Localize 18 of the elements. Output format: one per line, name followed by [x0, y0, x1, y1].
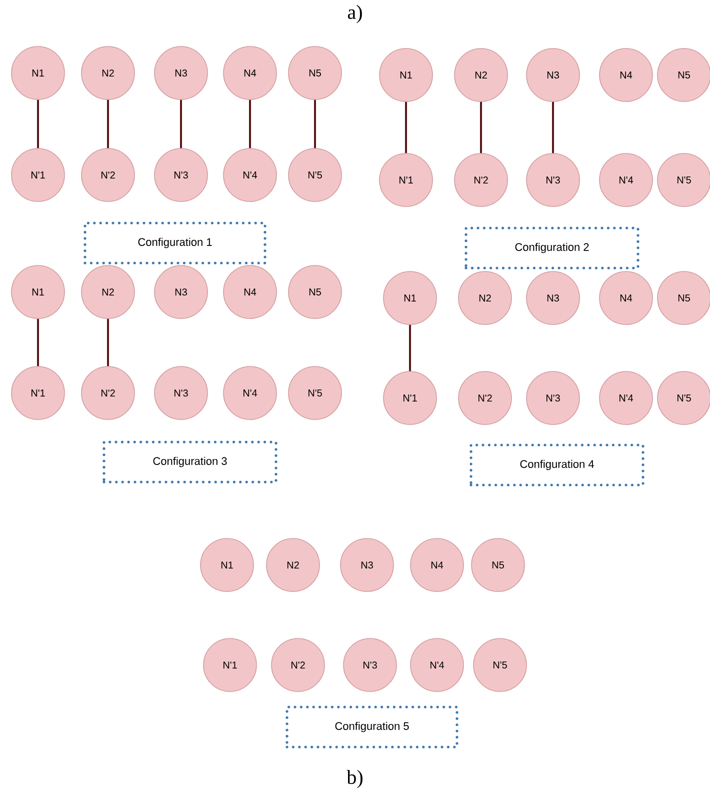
connector-line	[405, 102, 407, 154]
connector-line	[37, 100, 39, 148]
connector-line	[249, 100, 251, 148]
connector-line	[480, 102, 482, 154]
connector-line	[409, 324, 411, 372]
configuration-box: Configuration 3	[102, 440, 278, 484]
configuration-box: Configuration 2	[464, 226, 640, 270]
connector-line	[107, 100, 109, 148]
panel-label: b)	[346, 770, 362, 788]
configuration-box: Configuration 1	[84, 222, 266, 264]
connector-line	[37, 318, 39, 366]
connector-line	[314, 100, 316, 148]
configuration-box: Configuration 4	[470, 444, 644, 486]
connector-line	[552, 102, 554, 154]
connector-line	[180, 100, 182, 148]
connector-line	[107, 318, 109, 366]
panel-label: a)	[348, 4, 362, 24]
configuration-box: Configuration 5	[286, 706, 458, 748]
